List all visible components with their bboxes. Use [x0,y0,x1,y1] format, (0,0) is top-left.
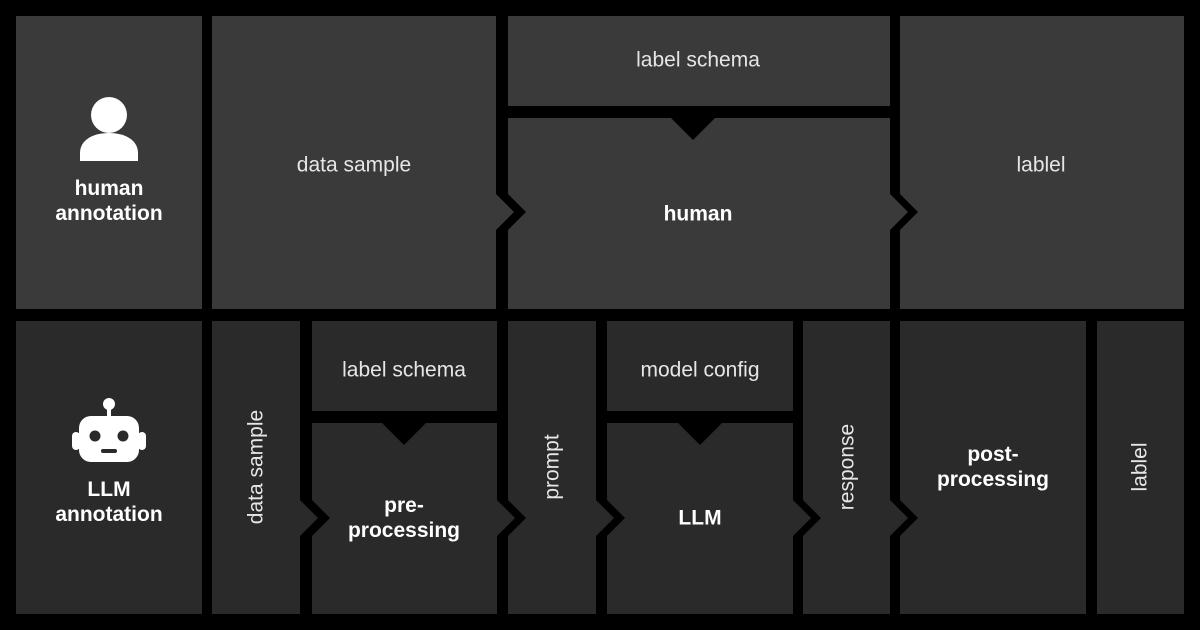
human-label-schema-label: label schema [636,48,760,72]
human-label-output-label: lablel [1016,153,1066,177]
llm-postprocessing-panel [900,321,1086,614]
human-annotator-panel [508,118,908,309]
human-title-line2: annotation [55,202,163,225]
llm-preprocessing-line2: processing [347,519,461,542]
llm-label-schema-panel [312,321,497,411]
llm-prompt-label: prompt [540,434,564,500]
human-data-sample-panel [212,16,514,309]
llm-label-output-panel [1097,321,1184,614]
llm-postprocessing-line2: processing [936,468,1050,491]
llm-model-config-panel [607,321,793,411]
person-icon [80,97,138,161]
llm-model-config-label: model config [640,358,760,382]
robot-icon [72,398,146,462]
llm-model-label: LLM [678,506,722,530]
human-annotator-label: human [663,202,733,226]
llm-title-line2: annotation [55,503,163,526]
llm-postprocessing-line1: post- [967,442,1019,466]
human-annotation-title: human annotation [55,176,162,226]
llm-title-line1: LLM [87,477,131,501]
llm-preprocessing-label: pre- processing [348,493,460,543]
llm-annotation-title: LLM annotation [55,477,162,527]
llm-postprocessing-label: post- processing [937,442,1049,492]
llm-data-sample-label: data sample [244,409,268,525]
human-data-sample-label: data sample [296,153,412,177]
llm-label-schema-label: label schema [342,358,466,382]
llm-preprocessing-line1: pre- [384,493,424,517]
llm-preprocessing-panel [312,423,515,614]
human-label-schema-panel [508,16,890,106]
human-title-panel [16,16,202,309]
llm-title-panel [16,321,202,614]
llm-prompt-panel [508,321,614,614]
llm-response-label: response [835,423,859,511]
llm-response-panel [803,321,908,614]
llm-data-sample-panel [212,321,318,614]
human-title-line1: human [74,176,144,200]
llm-model-panel [607,423,811,614]
llm-label-output-label: lablel [1128,442,1152,492]
human-label-output-panel [900,16,1184,309]
